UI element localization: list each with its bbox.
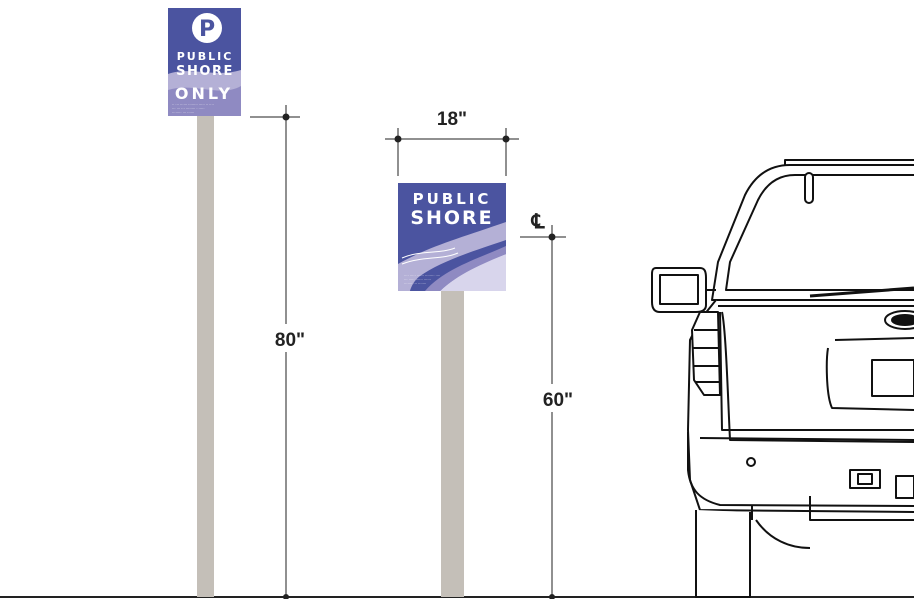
dimension-80-label: 80"	[275, 330, 305, 351]
dimension-18-left-point	[394, 135, 402, 143]
dimension-60-bottom-point	[549, 594, 555, 599]
dimension-18: 18"	[385, 109, 519, 176]
dimension-18-label: 18"	[437, 109, 467, 130]
shore-sign-assembly: PUBLIC SHORE ···· ····· ······ ········ …	[398, 183, 506, 597]
parking-sign-wave-2	[168, 86, 241, 116]
parking-sign-fine-print-3: ········ ··· ······	[172, 111, 194, 115]
dimension-60: ℄ 60"	[520, 211, 576, 599]
shore-sign-post	[441, 291, 464, 597]
parking-sign-assembly: P PUBLIC SHORE ONLY ·· ··· ······ ······…	[168, 8, 241, 597]
suv-rear-icon	[651, 159, 914, 598]
shore-sign-shore-band	[398, 222, 506, 291]
parking-sign-fine-print-1: ·· ··· ······ ········ ····· ·· ····	[172, 103, 214, 107]
shore-sign-line2: SHORE	[410, 207, 493, 229]
shore-sign-line1: PUBLIC	[413, 190, 492, 208]
dimension-80-top-point	[282, 113, 290, 121]
shore-sign-water-edge	[425, 246, 506, 291]
dimension-60-label: 60"	[543, 390, 573, 411]
dimension-60-top-point	[548, 233, 556, 241]
parking-sign-line1: PUBLIC	[177, 50, 234, 63]
parking-sign-post	[197, 116, 214, 597]
dimension-80: 80"	[250, 105, 308, 599]
shore-sign-fine-print-3: ······· ··· ·······	[404, 282, 426, 286]
parking-sign-line2: SHORE	[176, 64, 234, 79]
parking-sign-panel: P PUBLIC SHORE ONLY ·· ··· ······ ······…	[168, 8, 241, 116]
parking-sign-fine-print-2: ··· ··· ··· ········ · ·····	[172, 107, 205, 111]
centerline-symbol: ℄	[531, 211, 546, 233]
parking-symbol-circle	[192, 13, 222, 43]
dimension-80-bottom-point	[283, 594, 289, 599]
parking-sign-line3: ONLY	[175, 84, 233, 103]
dimension-18-right-point	[502, 135, 510, 143]
shore-sign-fine-print-1: ···· ····· ······ ········ ····	[404, 274, 440, 278]
shore-sign-panel: PUBLIC SHORE ···· ····· ······ ········ …	[398, 183, 506, 291]
shore-sign-beach	[440, 254, 506, 291]
shore-sign-fine-print-2: ··· ····· ······ ······	[404, 278, 431, 282]
parking-symbol: P	[199, 17, 215, 42]
